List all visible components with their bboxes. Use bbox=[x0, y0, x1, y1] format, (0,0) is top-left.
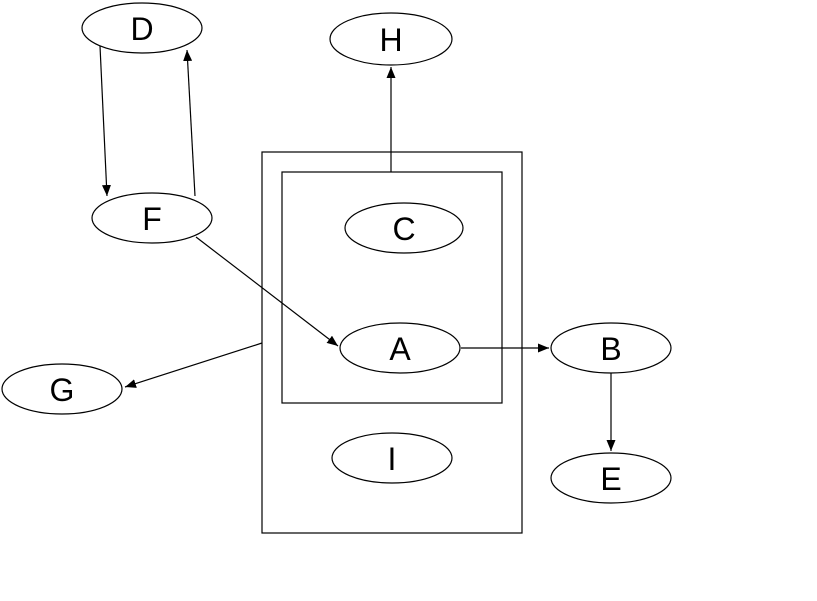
outer-cluster-box bbox=[261, 151, 523, 534]
node-I: I bbox=[331, 432, 453, 484]
node-A-label: A bbox=[389, 331, 411, 367]
node-D-ellipse bbox=[81, 2, 203, 54]
node-C: C bbox=[344, 202, 464, 254]
node-H-ellipse bbox=[329, 12, 453, 66]
edge-F-to-D bbox=[183, 49, 196, 197]
node-E-ellipse bbox=[550, 452, 672, 504]
node-A-ellipse bbox=[339, 322, 461, 374]
node-D-label: D bbox=[130, 11, 153, 47]
node-E: E bbox=[550, 452, 672, 504]
node-C-ellipse bbox=[344, 202, 464, 254]
node-C-label: C bbox=[392, 211, 415, 247]
edge-outerbox-to-G bbox=[124, 342, 263, 388]
node-I-label: I bbox=[388, 441, 397, 477]
node-G-label: G bbox=[50, 372, 75, 408]
node-G: G bbox=[1, 363, 123, 415]
node-B: B bbox=[550, 322, 672, 374]
node-F: F bbox=[91, 192, 213, 244]
node-G-ellipse bbox=[1, 363, 123, 415]
node-B-ellipse bbox=[550, 322, 672, 374]
node-D: D bbox=[81, 2, 203, 54]
node-I-ellipse bbox=[331, 432, 453, 484]
edge-D-to-F bbox=[99, 45, 111, 197]
inner-cluster-box bbox=[281, 171, 503, 404]
node-B-label: B bbox=[600, 331, 621, 367]
node-F-ellipse bbox=[91, 192, 213, 244]
node-A: A bbox=[339, 322, 461, 374]
node-H: H bbox=[329, 12, 453, 66]
node-E-label: E bbox=[600, 461, 621, 497]
node-H-label: H bbox=[379, 22, 402, 58]
edge-F-to-A bbox=[195, 236, 339, 347]
node-F-label: F bbox=[142, 201, 162, 237]
